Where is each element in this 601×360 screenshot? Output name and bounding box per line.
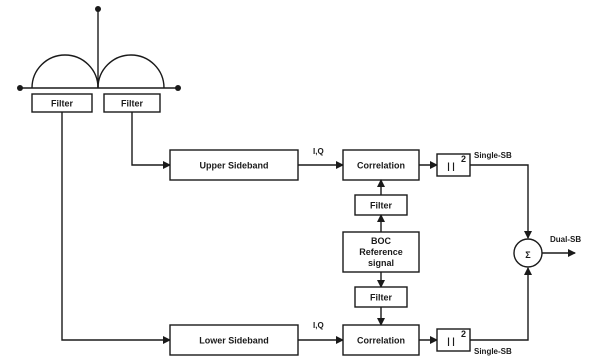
filter-left-block: Filter: [31, 93, 93, 113]
filter-left-label: Filter: [51, 99, 74, 109]
boc-label-line1: BOC: [371, 236, 392, 246]
summation-node: Σ: [513, 238, 543, 268]
filter-mid-lower-label: Filter: [370, 293, 393, 303]
axis-right-dot: [175, 85, 181, 91]
lower-sideband-label: Lower Sideband: [199, 336, 269, 346]
correlation-upper-block: Correlation: [342, 149, 420, 181]
lower-input-arrow: [61, 112, 171, 344]
upper-sideband-block: Upper Sideband: [169, 149, 299, 181]
correlation-lower-block: Correlation: [342, 324, 420, 356]
summation-symbol: Σ: [525, 250, 531, 260]
lower-sideband-box: [169, 324, 299, 356]
spectrum-sketch: [17, 6, 181, 91]
single-sb-lower-label: Single-SB: [474, 347, 512, 356]
lower-lobe: [31, 54, 99, 89]
upper-to-sum-arrow: [470, 164, 532, 239]
abs-upper-label: | |: [447, 161, 455, 171]
iq-lower-label: I,Q: [313, 321, 324, 330]
abs-upper-block: | | 2: [436, 153, 471, 177]
axis-left-dot: [17, 85, 23, 91]
carrier-dot: [95, 6, 101, 12]
correlation-lower-label: Correlation: [357, 336, 405, 346]
filter-right-block: Filter: [103, 93, 161, 113]
lower-to-sum-arrow: [470, 267, 532, 341]
correlation-upper-label: Correlation: [357, 161, 405, 171]
single-sb-upper-label: Single-SB: [474, 151, 512, 160]
filter-mid-upper-block: Filter: [354, 194, 408, 216]
filter-right-label: Filter: [121, 99, 144, 109]
upper-sideband-label: Upper Sideband: [199, 161, 268, 171]
iq-upper-label: I,Q: [313, 147, 324, 156]
filter-mid-upper-label: Filter: [370, 201, 393, 211]
lower-sideband-block: Lower Sideband: [169, 324, 299, 356]
abs-lower-exponent: 2: [461, 329, 466, 339]
boc-reference-box: [342, 231, 420, 273]
upper-input-arrow: [131, 112, 171, 169]
upper-lobe: [97, 54, 165, 89]
abs-lower-label: | |: [447, 336, 455, 346]
abs-lower-block: | | 2: [436, 328, 471, 352]
boc-reference-block: BOC Reference signal: [342, 231, 420, 273]
filter-mid-lower-block: Filter: [354, 286, 408, 308]
dual-sb-label: Dual-SB: [550, 235, 581, 244]
boc-label-line3: signal: [368, 258, 394, 268]
upper-sideband-box: [169, 149, 299, 181]
abs-upper-exponent: 2: [461, 154, 466, 164]
boc-label-line2: Reference: [359, 247, 403, 257]
